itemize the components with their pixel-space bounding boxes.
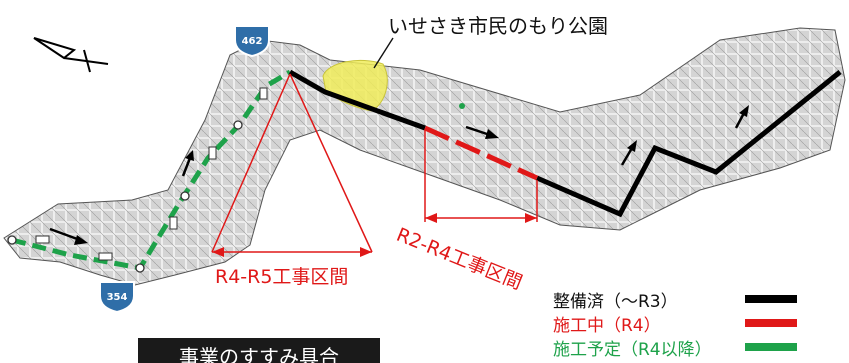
route-marker [35, 235, 50, 244]
route-marker [98, 252, 113, 261]
route-node [180, 191, 190, 201]
in-progress-route [423, 125, 539, 181]
park-leader-line [373, 37, 394, 69]
route-marker [169, 216, 178, 230]
north-arrow-icon [33, 37, 109, 73]
legend-item-completed: 整備済（～R3） [553, 287, 797, 312]
svg-text:462: 462 [242, 36, 263, 47]
completed-route-west [288, 69, 426, 131]
park-label: いせさき市民のもり公園 [388, 14, 608, 38]
section-bracket-r2-r4 [424, 130, 538, 223]
legend-swatch [745, 295, 797, 303]
route-node [7, 235, 17, 245]
legend-item-planned: 施工予定（R4以降） [553, 335, 797, 360]
direction-arrow-icon [49, 227, 88, 245]
route-node [459, 103, 465, 109]
completed-route-east [536, 70, 842, 218]
route-node [233, 120, 243, 130]
legend-item-in-progress: 施工中（R4） [553, 311, 797, 336]
svg-text:354: 354 [107, 292, 128, 303]
direction-arrow-icon [620, 140, 637, 166]
legend-label: 施工中（R4） [553, 315, 661, 336]
legend: 整備済（～R3） 施工中（R4） 施工予定（R4以降） [553, 287, 797, 360]
route-shield-icon: 354 [99, 281, 135, 314]
section-label-r4-r5: R4-R5工事区間 [215, 266, 349, 288]
route-node [135, 263, 145, 273]
section-bracket-r4-r5 [211, 73, 373, 257]
legend-swatch [745, 319, 797, 327]
route-shield-icon: 462 [234, 25, 270, 58]
route-marker [259, 87, 268, 100]
direction-arrow-icon [734, 105, 749, 129]
footer-caption: 事業のすすみ具合 [138, 338, 380, 363]
direction-arrow-icon [465, 125, 499, 139]
direction-arrow-icon [181, 150, 194, 177]
legend-label: 整備済（～R3） [553, 291, 678, 312]
legend-swatch [745, 343, 797, 351]
legend-label: 施工予定（R4以降） [553, 339, 712, 360]
route-marker [208, 146, 217, 160]
